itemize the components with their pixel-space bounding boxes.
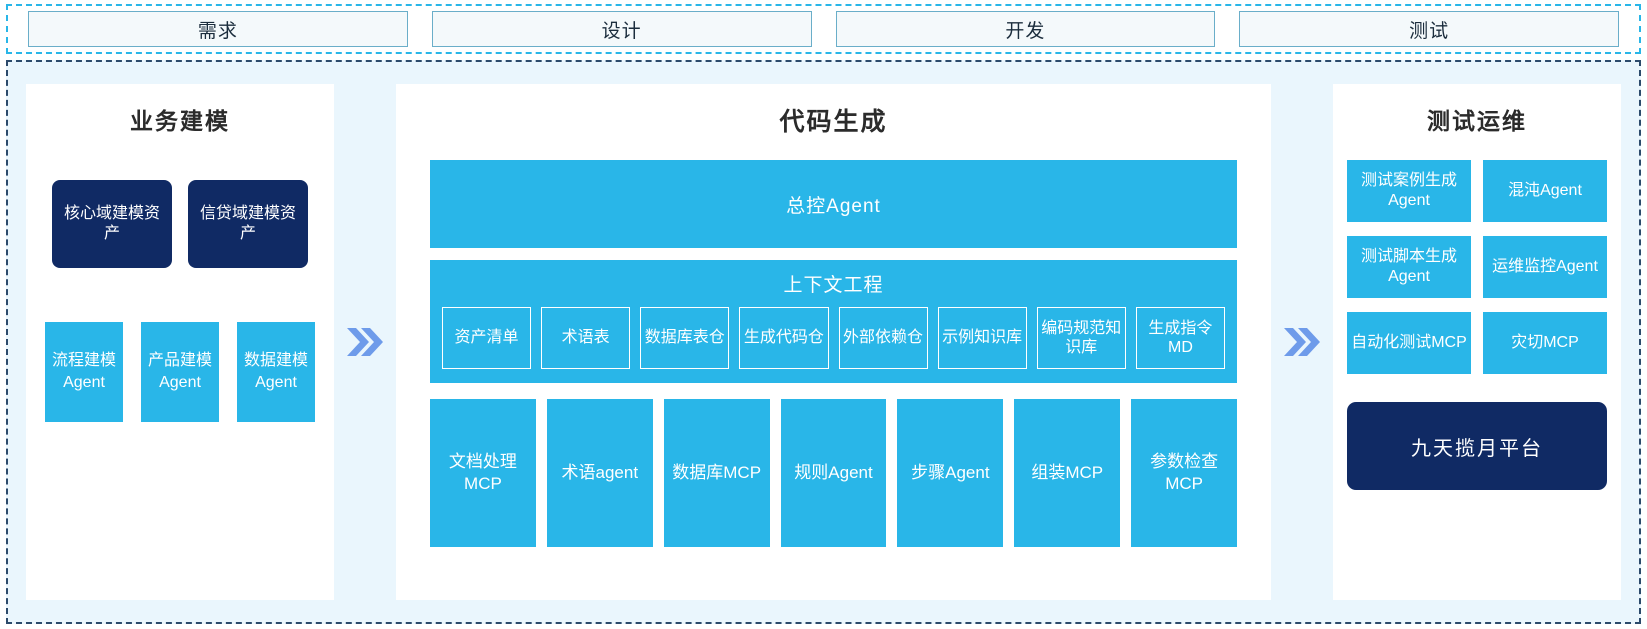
tool-card-label: 文档处理MCP (448, 451, 517, 493)
context-chip-label: 术语表 (561, 329, 610, 347)
tool-card-label: 步骤Agent (911, 462, 990, 482)
panel-title-business-modeling: 业务建模 (130, 108, 230, 134)
tool-card-label: 数据库MCP (672, 462, 762, 482)
tool-card-rule-agent[interactable]: 规则Agent (780, 399, 887, 547)
platform-card-label: 九天揽月平台 (1411, 437, 1543, 460)
arrow-mid-to-right-icon (1271, 84, 1333, 600)
agent-card-label: 数据建模Agent (243, 352, 308, 391)
tool-card-assembly-mcp[interactable]: 组装MCP (1014, 399, 1121, 547)
agent-card-product-modeling[interactable]: 产品建模Agent (141, 322, 219, 422)
tool-card-glossary-agent[interactable]: 术语agent (546, 399, 653, 547)
context-chip-asset-list[interactable]: 资产清单 (442, 307, 532, 369)
asset-card-credit-domain[interactable]: 信贷域建模资产 (188, 180, 308, 268)
asset-card-label: 信贷域建模资产 (199, 205, 296, 242)
tool-card-document-processing-mcp[interactable]: 文档处理MCP (430, 399, 536, 547)
test-ops-card-label: 测试脚本生成Agent (1360, 248, 1457, 285)
test-ops-card-test-script-generation-agent[interactable]: 测试脚本生成Agent (1347, 236, 1471, 298)
tool-card-label: 组装MCP (1031, 462, 1104, 482)
modeling-agent-row: 流程建模Agent 产品建模Agent 数据建模Agent (45, 322, 315, 422)
panel-test-operations: 测试运维 测试案例生成Agent 混沌Agent 测试脚本生成Agent 运维监… (1333, 84, 1621, 600)
context-chip-label: 资产清单 (454, 329, 519, 347)
context-chip-label: 数据库表仓 (644, 329, 725, 347)
phase-box-requirement[interactable]: 需求 (28, 11, 408, 47)
tool-card-parameter-check-mcp[interactable]: 参数检查MCP (1131, 399, 1238, 547)
test-ops-card-chaos-agent[interactable]: 混沌Agent (1483, 160, 1607, 222)
phase-strip: 需求 设计 开发 测试 (6, 4, 1641, 54)
main-board: 业务建模 核心域建模资产 信贷域建模资产 流程建模Agent 产品建模Agent… (6, 60, 1641, 624)
test-ops-card-label: 运维监控Agent (1492, 258, 1598, 275)
test-ops-card-automated-testing-mcp[interactable]: 自动化测试MCP (1347, 312, 1471, 374)
test-ops-card-label: 测试案例生成Agent (1360, 172, 1457, 209)
agent-card-label: 流程建模Agent (51, 352, 116, 391)
phase-label: 开发 (1005, 20, 1046, 42)
phase-box-testing[interactable]: 测试 (1239, 11, 1619, 47)
context-chip-label: 编码规范知识库 (1041, 319, 1122, 356)
context-chip-label: 生成代码仓 (743, 329, 824, 347)
phase-label: 需求 (197, 20, 238, 42)
asset-card-row: 核心域建模资产 信贷域建模资产 (52, 180, 308, 268)
test-ops-card-operations-monitoring-agent[interactable]: 运维监控Agent (1483, 236, 1607, 298)
context-engineering-block: 上下文工程 资产清单 术语表 数据库表仓 生成代码仓 外部依赖仓 示例知识库 编… (430, 260, 1237, 383)
panel-business-modeling: 业务建模 核心域建模资产 信贷域建模资产 流程建模Agent 产品建模Agent… (26, 84, 334, 600)
test-ops-card-label: 自动化测试MCP (1351, 334, 1467, 351)
panel-title-code-generation: 代码生成 (779, 108, 888, 136)
phase-label: 设计 (601, 20, 642, 42)
tool-card-database-mcp[interactable]: 数据库MCP (663, 399, 770, 547)
test-ops-card-label: 灾切MCP (1511, 334, 1579, 351)
arrow-left-to-mid-icon (334, 84, 396, 600)
asset-card-label: 核心域建模资产 (63, 205, 160, 242)
tool-card-label: 规则Agent (794, 462, 873, 482)
context-chip-row: 资产清单 术语表 数据库表仓 生成代码仓 外部依赖仓 示例知识库 编码规范知识库… (442, 307, 1225, 369)
context-chip-generation-instruction-md[interactable]: 生成指令MD (1135, 307, 1225, 369)
context-chip-label: 示例知识库 (942, 329, 1023, 347)
context-chip-coding-standard-knowledge-base[interactable]: 编码规范知识库 (1036, 307, 1126, 369)
tool-card-label: 参数检查MCP (1150, 451, 1219, 493)
test-ops-card-grid: 测试案例生成Agent 混沌Agent 测试脚本生成Agent 运维监控Agen… (1347, 160, 1607, 374)
test-ops-card-test-case-generation-agent[interactable]: 测试案例生成Agent (1347, 160, 1471, 222)
context-chip-external-dependency-repo[interactable]: 外部依赖仓 (838, 307, 928, 369)
code-generation-body: 总控Agent 上下文工程 资产清单 术语表 数据库表仓 生成代码仓 外部依赖仓… (410, 138, 1257, 547)
panel-code-generation: 代码生成 总控Agent 上下文工程 资产清单 术语表 数据库表仓 生成代码仓 … (396, 84, 1271, 600)
context-chip-label: 外部依赖仓 (843, 329, 924, 347)
tool-card-row: 文档处理MCP 术语agent 数据库MCP 规则Agent 步骤Agent 组… (430, 399, 1238, 547)
platform-card-jiutian-lanyue[interactable]: 九天揽月平台 (1347, 402, 1607, 490)
phase-label: 测试 (1409, 20, 1450, 42)
master-control-agent-label: 总控Agent (786, 195, 881, 217)
master-control-agent-bar[interactable]: 总控Agent (430, 160, 1237, 248)
tool-card-step-agent[interactable]: 步骤Agent (897, 399, 1004, 547)
agent-card-label: 产品建模Agent (147, 352, 212, 391)
context-chip-db-table-repo[interactable]: 数据库表仓 (640, 307, 730, 369)
agent-card-data-modeling[interactable]: 数据建模Agent (237, 322, 315, 422)
context-chip-glossary[interactable]: 术语表 (541, 307, 631, 369)
test-ops-card-disaster-switch-mcp[interactable]: 灾切MCP (1483, 312, 1607, 374)
context-chip-example-knowledge-base[interactable]: 示例知识库 (937, 307, 1027, 369)
phase-box-development[interactable]: 开发 (835, 11, 1216, 47)
tool-card-label: 术语agent (561, 462, 639, 482)
context-chip-generated-code-repo[interactable]: 生成代码仓 (739, 307, 829, 369)
context-chip-label: 生成指令MD (1148, 319, 1213, 356)
context-engineering-title: 上下文工程 (783, 275, 884, 296)
panel-title-test-operations: 测试运维 (1427, 108, 1527, 134)
test-ops-card-label: 混沌Agent (1508, 182, 1582, 199)
asset-card-core-domain[interactable]: 核心域建模资产 (52, 180, 172, 268)
phase-box-design[interactable]: 设计 (431, 11, 812, 47)
agent-card-process-modeling[interactable]: 流程建模Agent (45, 322, 123, 422)
